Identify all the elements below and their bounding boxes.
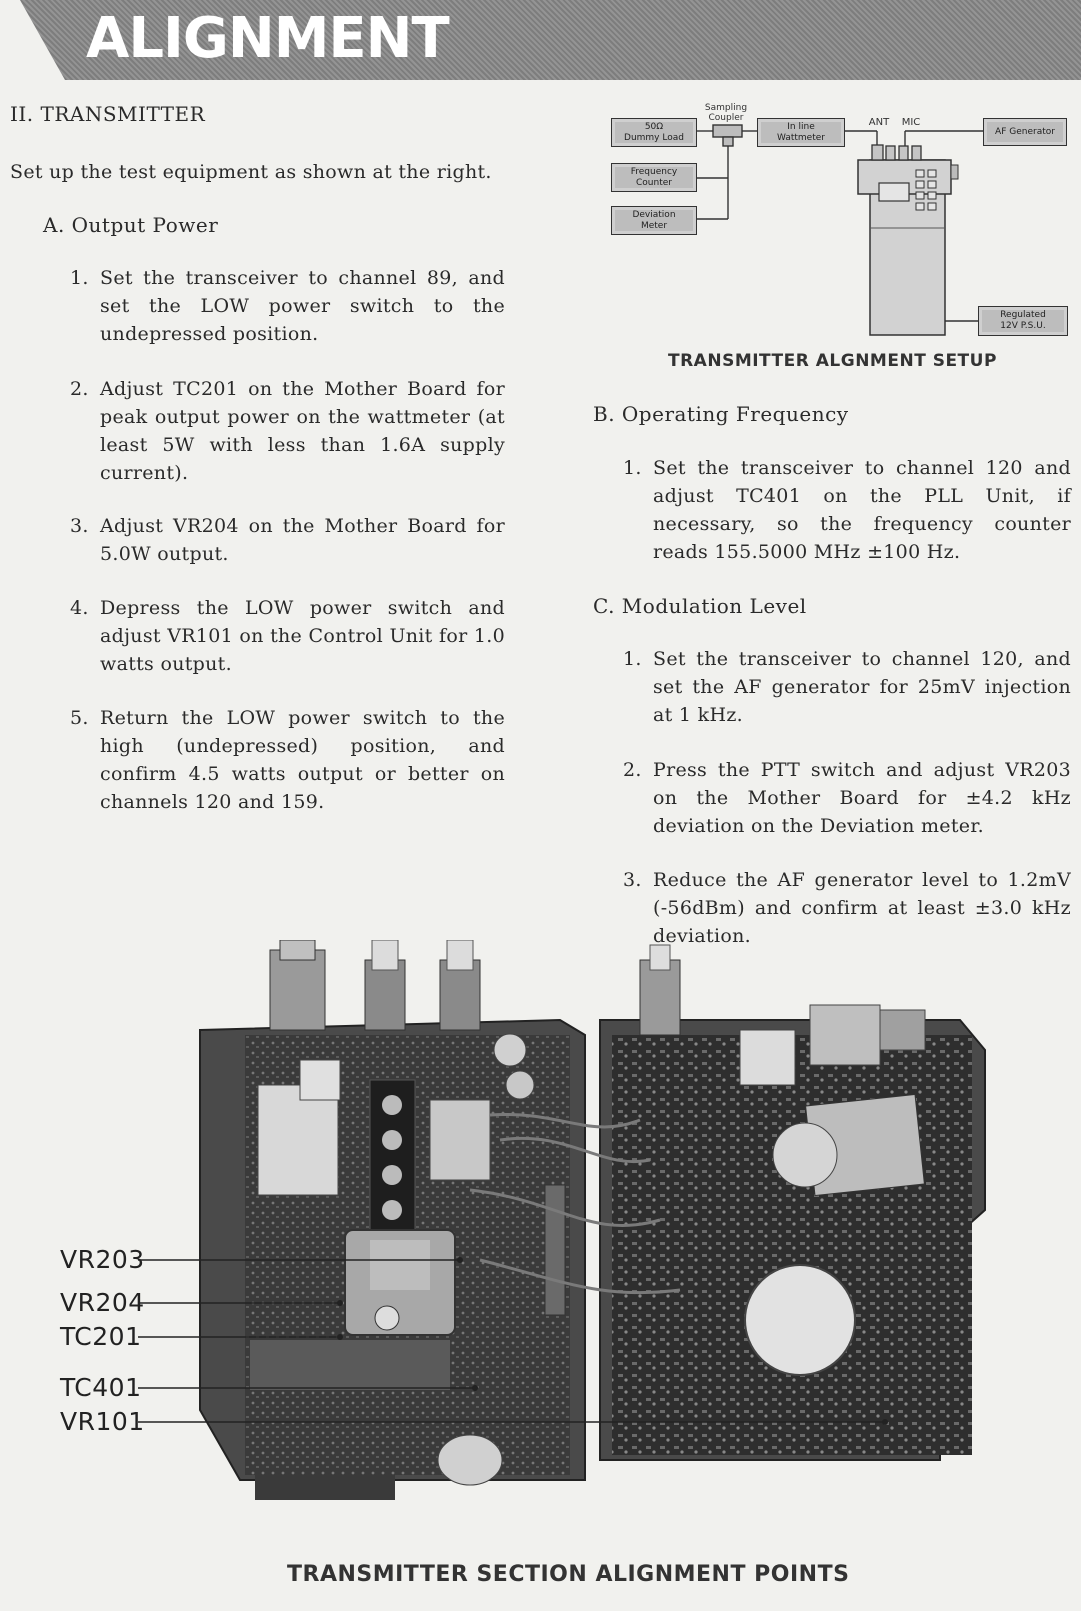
dummy-load-box: 50Ω Dummy Load xyxy=(611,118,697,147)
list-item: 4. Depress the LOW power switch and adju… xyxy=(70,597,505,675)
photo-caption: TRANSMITTER SECTION ALIGNMENT POINTS xyxy=(287,1562,850,1587)
list-item: 5. Return the LOW power switch to the hi… xyxy=(70,707,505,813)
section-intro: Set up the test equipment as shown at th… xyxy=(10,161,492,183)
ant-label: ANT xyxy=(868,117,890,128)
setup-diagram-wiring xyxy=(697,124,983,336)
output-power-heading: A. Output Power xyxy=(43,213,219,237)
sampling-coupler-block xyxy=(712,124,743,138)
list-item: 3. Reduce the AF generator level to 1.2m… xyxy=(623,869,1071,947)
circuit-board-photo: VR203 VR204 TC201 TC401 VR101 xyxy=(0,940,1081,1540)
list-item: 2. Press the PTT switch and adjust VR203… xyxy=(623,759,1071,837)
deviation-meter-box: Deviation Meter xyxy=(611,206,697,235)
sampling-coupler-label: Sampling Coupler xyxy=(704,103,748,123)
frequency-counter-box: Frequency Counter xyxy=(611,163,697,192)
modulation-level-heading: C. Modulation Level xyxy=(593,594,807,618)
header-banner xyxy=(20,0,1081,80)
callout-vr101: VR101 xyxy=(60,1407,145,1436)
callout-vr204: VR204 xyxy=(60,1288,145,1317)
list-item: 1. Set the transceiver to channel 120 an… xyxy=(623,457,1071,563)
setup-diagram: 50Ω Dummy Load Sampling Coupler In line … xyxy=(0,0,1081,380)
list-item: 2. Adjust TC201 on the Mother Board for … xyxy=(70,378,505,484)
page-title: ALIGNMENT xyxy=(86,6,450,71)
list-item: 1. Set the transceiver to channel 89, an… xyxy=(70,267,505,345)
callout-tc401: TC401 xyxy=(60,1373,142,1402)
mic-label: MIC xyxy=(901,117,921,128)
section-title: II. TRANSMITTER xyxy=(10,102,206,126)
callout-tc201: TC201 xyxy=(60,1322,142,1351)
circuit-board-illustration xyxy=(138,940,986,1500)
setup-diagram-caption: TRANSMITTER ALGNMENT SETUP xyxy=(668,351,997,371)
regulated-psu-box: Regulated 12V P.S.U. xyxy=(978,306,1068,336)
inline-wattmeter-box: In line Wattmeter xyxy=(757,118,845,147)
af-generator-box: AF Generator xyxy=(983,118,1067,146)
list-item: 1. Set the transceiver to channel 120, a… xyxy=(623,648,1071,726)
callout-vr203: VR203 xyxy=(60,1245,145,1274)
list-item: 3. Adjust VR204 on the Mother Board for … xyxy=(70,515,505,565)
transceiver-icon xyxy=(857,144,959,336)
operating-frequency-heading: B. Operating Frequency xyxy=(593,402,849,426)
